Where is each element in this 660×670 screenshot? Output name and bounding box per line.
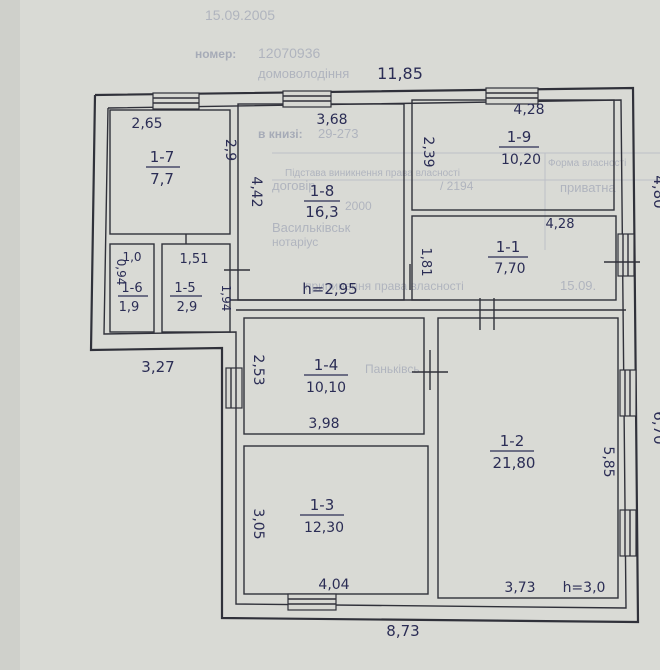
room-1-9: 1-9 10,20 4,28 2,39 bbox=[420, 102, 545, 168]
room-1-5-id: 1-5 bbox=[174, 281, 195, 296]
window-1-8 bbox=[282, 90, 332, 108]
room-1-8-ceiling-height: h=2,95 bbox=[302, 280, 357, 298]
background-document-text: 15.09.2005 номер: 12070936 домоволодіння… bbox=[195, 7, 660, 376]
bg-table-header: Підстава виникнення права власності bbox=[285, 168, 460, 179]
room-1-1-width: 4,28 bbox=[546, 217, 575, 232]
room-1-4-id: 1-4 bbox=[314, 356, 339, 374]
window-1-9 bbox=[485, 87, 539, 105]
bg-book-number: 29-273 bbox=[318, 126, 358, 141]
room-1-9-area: 10,20 bbox=[501, 152, 541, 168]
room-1-4-height-dim: 2,53 bbox=[250, 354, 266, 385]
room-1-5-height-dim: 1,94 bbox=[219, 285, 233, 312]
bg-bottom-right: 15.09. bbox=[560, 278, 596, 293]
room-1-8-length: 4,42 bbox=[248, 176, 264, 207]
room-1-5: 1-5 2,9 1,51 1,94 bbox=[170, 252, 233, 315]
window-1-1 bbox=[617, 233, 635, 277]
room-1-5-outline bbox=[161, 243, 231, 333]
bg-row2-value: / 2194 bbox=[440, 179, 474, 193]
walls bbox=[89, 86, 640, 624]
room-1-1-area: 7,70 bbox=[494, 261, 525, 277]
room-1-1: 1-1 7,70 4,28 1,81 bbox=[418, 217, 574, 277]
bg-table-value: приватна bbox=[560, 180, 616, 195]
room-1-2-length: 5,85 bbox=[600, 446, 616, 477]
bg-row3: Васильківськ bbox=[272, 220, 351, 235]
room-1-3-width: 4,04 bbox=[318, 577, 349, 593]
room-1-7-width: 2,65 bbox=[131, 116, 162, 132]
room-1-2-ceiling-height: h=3,0 bbox=[563, 580, 606, 596]
room-1-7-outline bbox=[109, 109, 231, 235]
room-1-9-height-dim: 2,39 bbox=[420, 136, 436, 167]
bg-label-book: в книзі: bbox=[258, 127, 303, 141]
room-1-8-width: 3,68 bbox=[316, 112, 347, 128]
paper-edge bbox=[0, 0, 20, 670]
dim-top: 11,85 bbox=[377, 64, 423, 83]
room-1-2-outline bbox=[437, 317, 619, 599]
bg-stamp: Паньківсь bbox=[365, 362, 420, 376]
dim-right-upper: 4,80 bbox=[650, 175, 660, 208]
bg-bottom: припинення права власності bbox=[305, 279, 464, 293]
room-1-6-area: 1,9 bbox=[119, 300, 140, 315]
room-1-4: 1-4 10,10 3,98 2,53 bbox=[250, 354, 348, 432]
window-1-2-lower bbox=[619, 509, 637, 557]
window-1-3 bbox=[287, 593, 337, 611]
room-1-7: 1-7 7,7 2,65 2,9 bbox=[131, 116, 238, 188]
dim-bottom: 8,73 bbox=[386, 622, 419, 640]
room-1-7-id: 1-7 bbox=[150, 148, 175, 166]
room-1-7-area: 7,7 bbox=[150, 170, 174, 188]
room-1-8: 1-8 16,3 3,68 4,42 h=2,95 bbox=[248, 112, 358, 298]
room-1-3-id: 1-3 bbox=[310, 496, 335, 514]
room-1-2-area: 21,80 bbox=[493, 454, 536, 472]
room-1-2: 1-2 21,80 3,73 h=3,0 5,85 bbox=[490, 432, 616, 596]
bg-date-1: 15.09.2005 bbox=[205, 7, 275, 23]
room-1-2-width: 3,73 bbox=[504, 580, 535, 596]
dim-left-bottom: 3,27 bbox=[141, 358, 174, 376]
room-1-4-outline bbox=[243, 317, 425, 435]
room-1-1-outline bbox=[411, 215, 617, 301]
window-1-7 bbox=[152, 92, 200, 110]
room-1-6-dim-a: 0,94 bbox=[114, 259, 128, 286]
room-1-6-id: 1-6 bbox=[121, 281, 142, 296]
room-1-4-width: 3,98 bbox=[308, 416, 339, 432]
room-1-8-area: 16,3 bbox=[305, 203, 338, 221]
room-1-4-area: 10,10 bbox=[306, 380, 346, 396]
room-1-5-area: 2,9 bbox=[177, 300, 198, 315]
room-1-6-dim-b: 1,0 bbox=[122, 250, 141, 264]
bg-label-nomer: номер: bbox=[195, 47, 236, 61]
window-1-2-upper bbox=[619, 369, 637, 417]
bg-row3-value: 2000 bbox=[345, 199, 372, 213]
room-1-3: 1-3 12,30 4,04 3,05 bbox=[250, 496, 350, 593]
inner-wall-line bbox=[103, 99, 627, 609]
room-1-8-id: 1-8 bbox=[310, 182, 335, 200]
windows bbox=[152, 87, 640, 611]
bg-row4: нотаріус bbox=[272, 235, 318, 249]
bg-row2: договір bbox=[272, 178, 316, 193]
room-1-9-id: 1-9 bbox=[507, 128, 532, 146]
room-1-1-id: 1-1 bbox=[496, 238, 521, 256]
outer-dimensions: 11,85 8,73 3,27 4,80 6,70 bbox=[141, 64, 660, 640]
room-1-3-area: 12,30 bbox=[304, 520, 344, 536]
room-1-9-width: 4,28 bbox=[513, 102, 544, 118]
room-1-6: 1-6 1,9 0,94 1,0 bbox=[114, 250, 148, 315]
room-1-2-id: 1-2 bbox=[500, 432, 525, 450]
bg-number: 12070936 bbox=[258, 45, 321, 61]
room-1-5-width: 1,51 bbox=[180, 252, 209, 267]
room-1-6-outline bbox=[109, 243, 155, 333]
window-1-4 bbox=[225, 367, 243, 409]
outer-wall bbox=[89, 86, 640, 624]
room-1-7-height-dim: 2,9 bbox=[222, 139, 238, 161]
bg-table-header-right: Форма власності bbox=[548, 158, 626, 169]
room-1-3-height-dim: 3,05 bbox=[250, 508, 266, 539]
dim-right-lower: 6,70 bbox=[650, 411, 660, 444]
room-1-1-height-dim: 1,81 bbox=[418, 248, 433, 277]
bg-house: домоволодіння bbox=[258, 66, 349, 81]
